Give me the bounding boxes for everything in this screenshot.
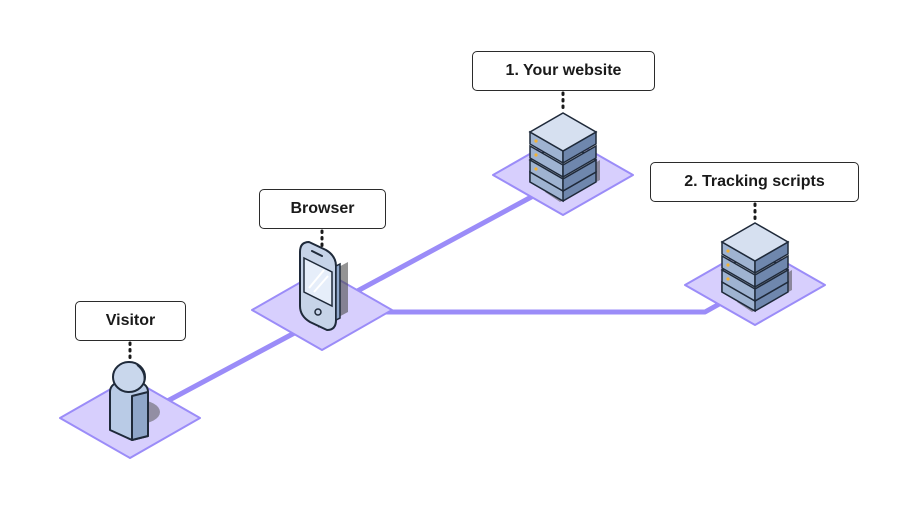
label-browser: Browser xyxy=(259,189,386,229)
person-icon xyxy=(109,361,160,441)
label-browser-text: Browser xyxy=(290,200,355,217)
smartphone-icon xyxy=(299,241,348,331)
edge-visitor-browser xyxy=(157,327,303,408)
label-visitor: Visitor xyxy=(75,301,186,341)
label-website: 1. Your website xyxy=(472,51,655,91)
server-icon-website xyxy=(528,112,600,203)
label-website-text: 1. Your website xyxy=(505,62,622,79)
server-icon-tracking xyxy=(720,222,792,313)
label-tracking-text: 2. Tracking scripts xyxy=(684,173,825,190)
edge-browser-tracking xyxy=(377,295,733,315)
label-leaders xyxy=(128,91,757,364)
label-visitor-text: Visitor xyxy=(105,312,156,329)
connectors xyxy=(157,192,733,408)
label-tracking: 2. Tracking scripts xyxy=(650,162,859,202)
edge-browser-website xyxy=(347,192,538,298)
